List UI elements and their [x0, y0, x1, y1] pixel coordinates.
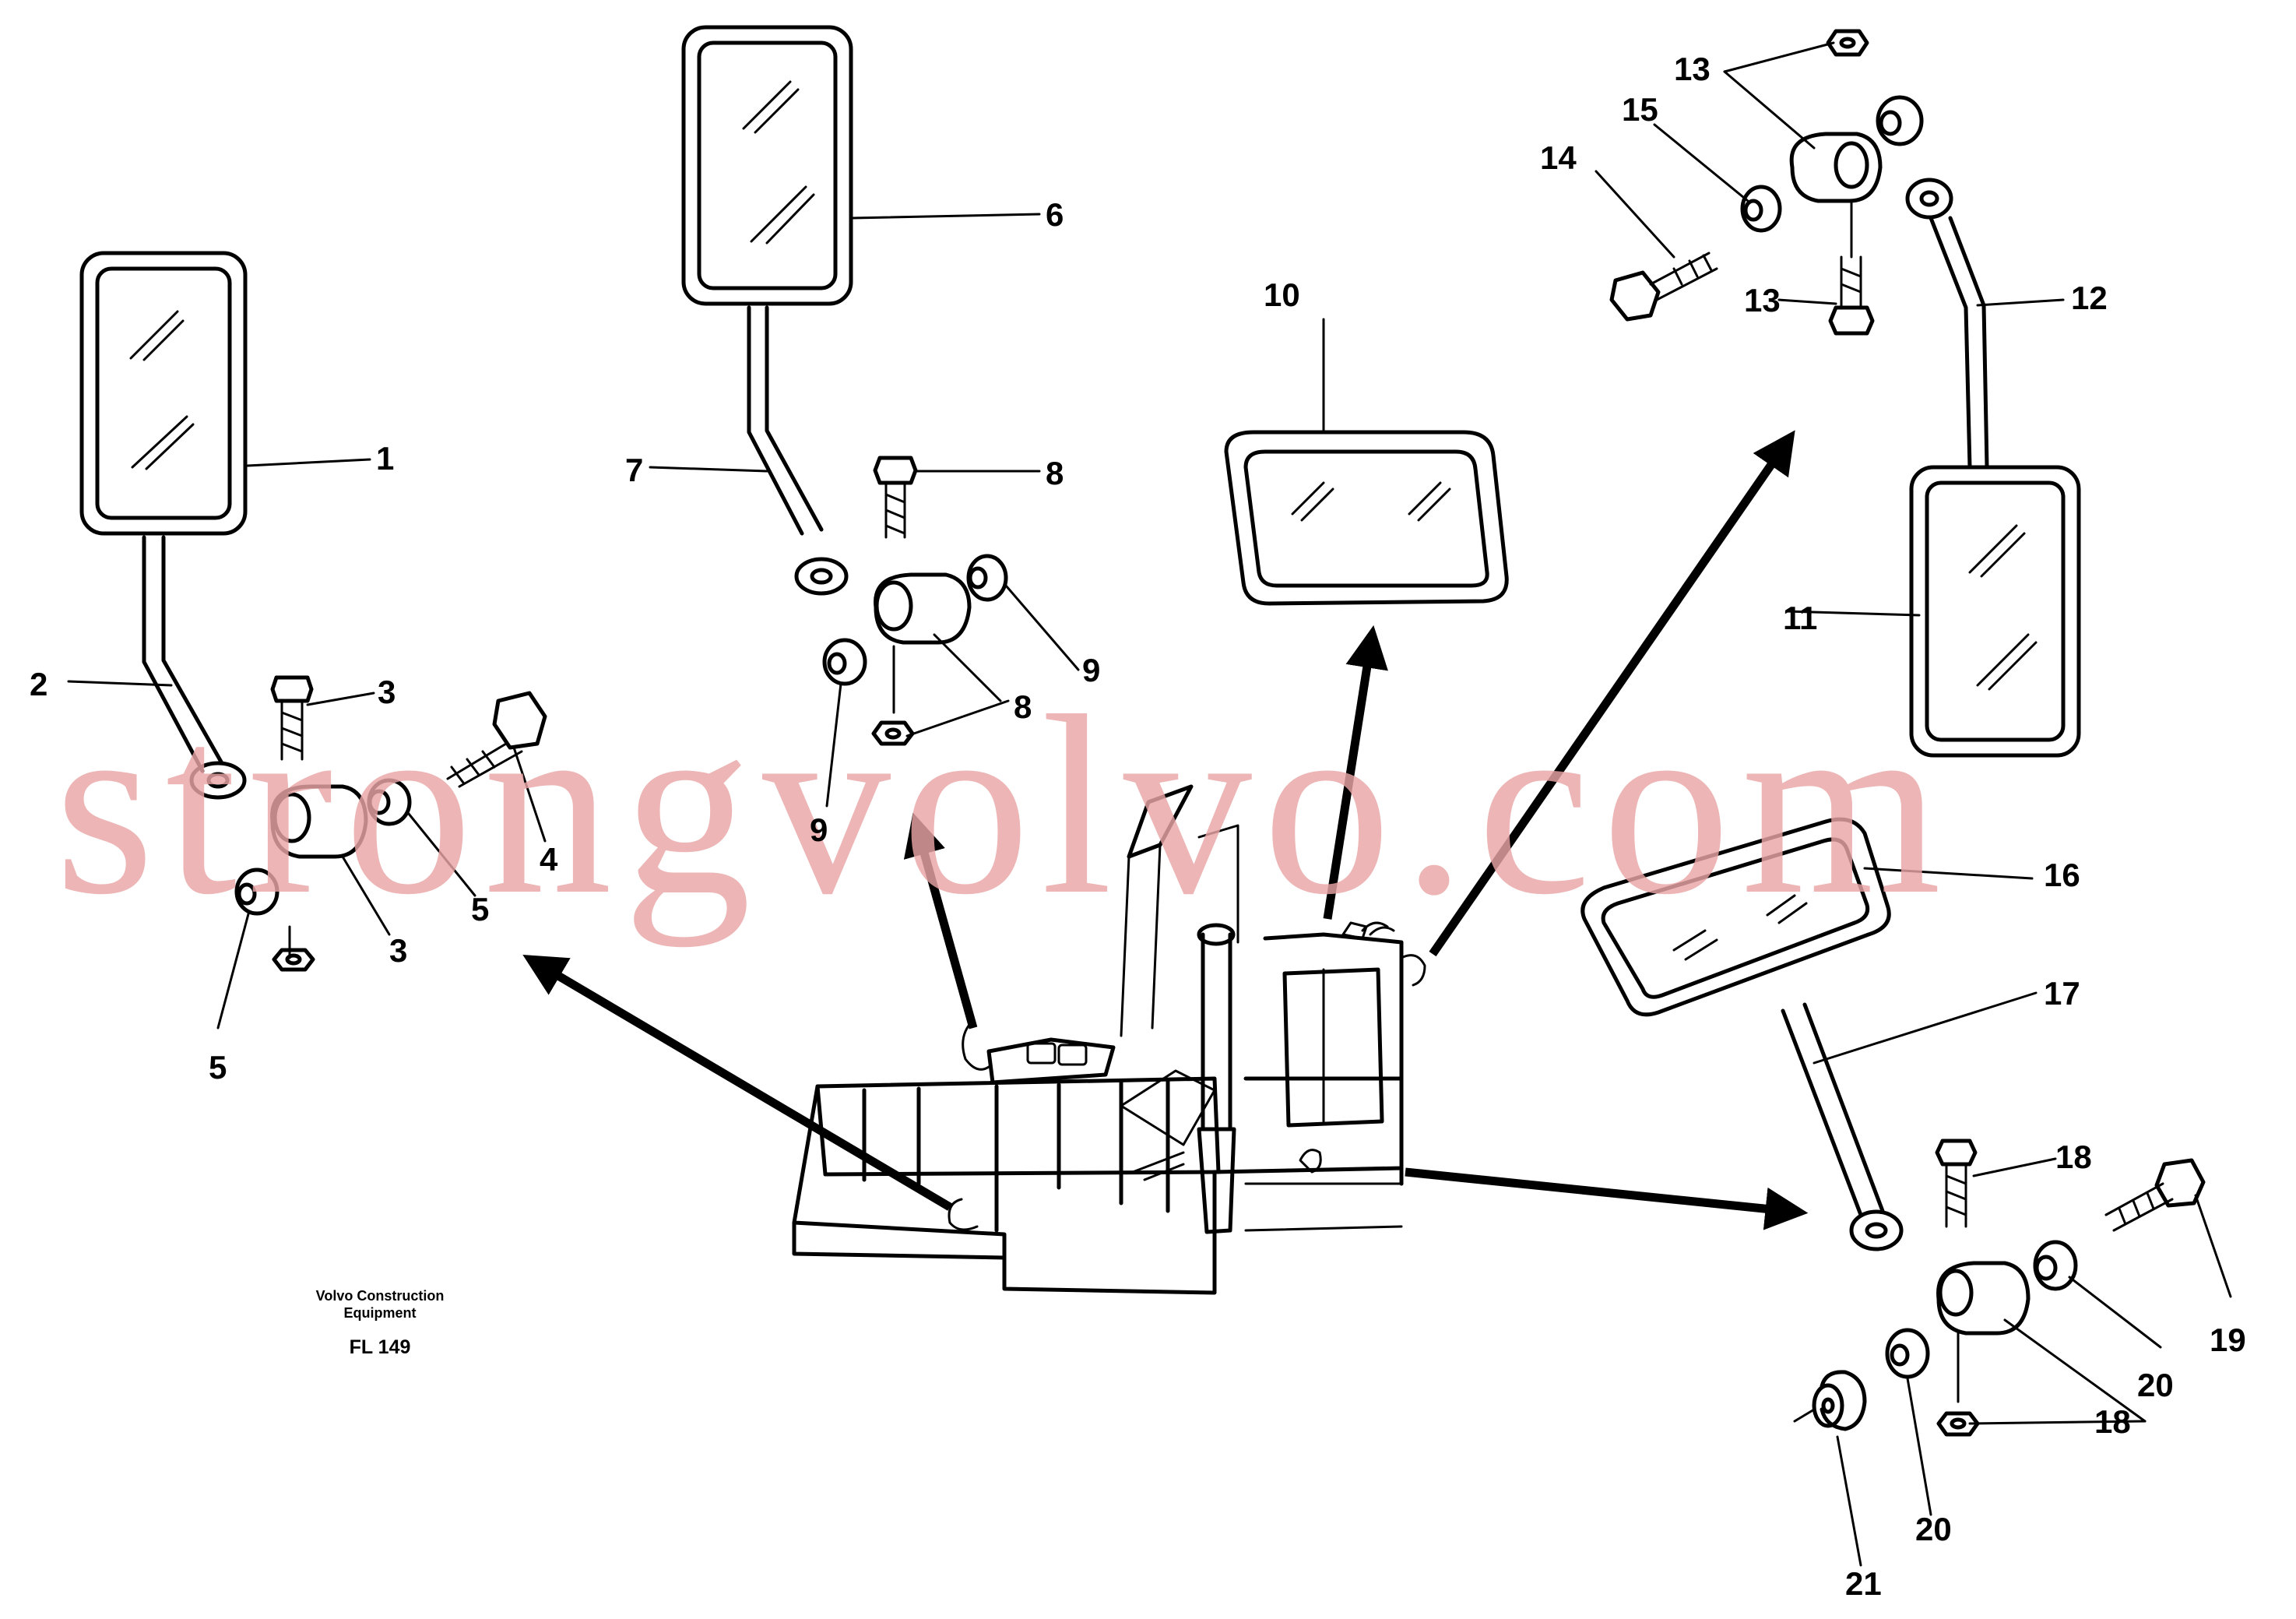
bolt-13	[1828, 255, 1875, 336]
excavator-body	[792, 784, 1426, 1295]
mirror-6	[681, 25, 853, 306]
part-label: 14	[1540, 139, 1577, 176]
bushing-20	[1885, 1240, 2078, 1379]
caption-company-line1: Volvo Construction	[316, 1288, 445, 1304]
mirror-arm-2	[142, 535, 247, 800]
nut-13	[1826, 29, 1869, 57]
arrow-to-top-right-mirror	[1429, 430, 1795, 957]
bushing-15	[1740, 185, 1782, 233]
part-label: 19	[2210, 1322, 2246, 1358]
mirror-1	[79, 251, 248, 536]
mirror-10	[1224, 430, 1509, 606]
mirror-assembly-bottom-right	[1580, 817, 2206, 1437]
part-label: 21	[1845, 1565, 1882, 1602]
part-label: 20	[1915, 1511, 1952, 1547]
bolt-14	[1609, 252, 1718, 322]
mirror-arm-7	[747, 305, 849, 596]
bushing-21	[1793, 1370, 1867, 1431]
part-label: 12	[2071, 280, 2108, 316]
clamp-13	[1789, 132, 1883, 259]
part-label: 2	[30, 666, 47, 702]
arrow-to-bottom-right-mirror	[1405, 1167, 1809, 1230]
part-label: 5	[471, 891, 489, 927]
part-label: 5	[209, 1049, 227, 1086]
arrow-to-left-mirror	[522, 955, 952, 1211]
mirror-arm-12	[1905, 178, 1989, 470]
bolt-18	[1935, 1139, 1978, 1228]
nut-8	[871, 720, 915, 746]
clamp-3	[270, 784, 368, 959]
part-label: 13	[1744, 282, 1781, 319]
mirror-arm-17	[1781, 1002, 1904, 1251]
part-label: 17	[2044, 975, 2080, 1012]
part-label: 6	[1046, 196, 1064, 233]
nut-3	[272, 948, 315, 972]
part-label: 9	[810, 811, 828, 848]
part-label: 3	[389, 932, 407, 969]
mirror-assembly-top-right	[1609, 29, 2081, 758]
part-label: 8	[1014, 688, 1032, 725]
mirror-11	[1909, 465, 2081, 758]
part-label: 11	[1783, 600, 1817, 636]
caption-figure-code: FL 149	[350, 1336, 411, 1358]
mirror-assembly-top-center	[681, 25, 1008, 746]
leader-lines	[67, 41, 2232, 1567]
figure-caption: Volvo Construction Equipment FL 149	[316, 1288, 445, 1358]
bolt-19	[2104, 1158, 2206, 1232]
part-label: 13	[1674, 51, 1711, 87]
part-label: 4	[540, 841, 558, 878]
part-label: 7	[625, 452, 643, 488]
bolt-3	[270, 675, 314, 761]
part-label: 16	[2044, 857, 2080, 893]
arrow-to-center-mirror	[1323, 625, 1388, 920]
mirror-assembly-left	[79, 251, 547, 972]
bushing-13	[1876, 95, 1924, 146]
watermark-text: strongvolvo.com	[54, 663, 1952, 948]
part-label: 3	[378, 674, 396, 710]
bolt-4	[446, 691, 547, 788]
callout-arrows	[522, 430, 1809, 1230]
part-label: 1	[376, 440, 394, 477]
bushing-9	[822, 554, 1008, 686]
part-label: 18	[2094, 1403, 2131, 1440]
part-label: 8	[1046, 455, 1064, 491]
part-label: 18	[2055, 1139, 2092, 1175]
part-number-labels: 1 2 3 3 3 4 5 5 5 6 7 8 8 9 9 10 11 12 1…	[30, 51, 2246, 1602]
clamp-8	[874, 572, 972, 714]
arrow-to-top-center-mirror	[903, 812, 978, 1029]
part-label: 15	[1622, 91, 1658, 128]
part-label: 10	[1264, 276, 1300, 313]
mirror-16	[1580, 817, 1891, 1017]
bolt-8	[873, 456, 918, 539]
caption-company-line2: Equipment	[344, 1305, 417, 1321]
bushing-5	[234, 778, 412, 916]
clamp-18	[1936, 1261, 2031, 1403]
part-label: 9	[1082, 652, 1100, 688]
part-label: 20	[2137, 1367, 2174, 1403]
nut-18	[1936, 1411, 1980, 1437]
